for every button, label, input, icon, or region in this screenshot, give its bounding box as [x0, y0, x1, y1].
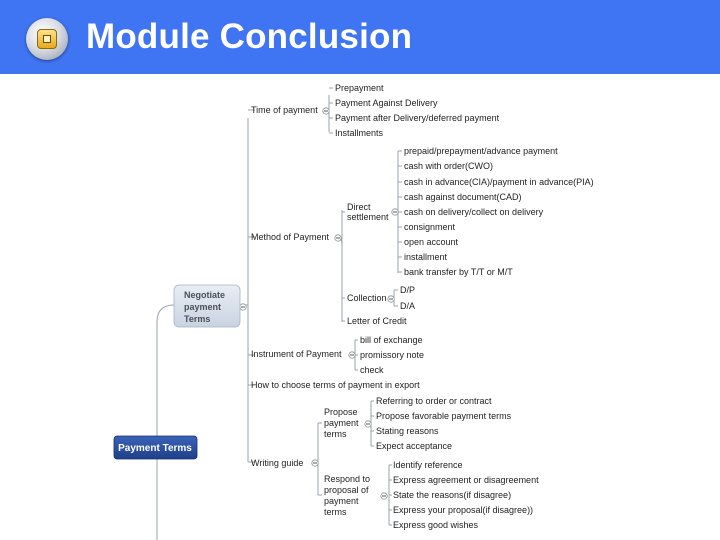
negotiate-line-3: Terms — [184, 314, 210, 324]
topic-method-of-payment[interactable]: Method of Payment — [251, 232, 330, 242]
collapse-toggle-icons[interactable] — [239, 107, 399, 500]
node-item[interactable]: Installments — [335, 128, 384, 138]
minus-toggle-icon[interactable] — [391, 208, 399, 216]
node-item[interactable]: check — [360, 365, 384, 375]
topic-instrument-of-payment[interactable]: Instrument of Payment — [251, 349, 342, 359]
node-item[interactable]: Prepayment — [335, 83, 384, 93]
node-item[interactable]: Referring to order or contract — [376, 396, 492, 406]
page-title: Module Conclusion — [86, 17, 413, 56]
node-item[interactable]: State the reasons(if disagree) — [393, 490, 511, 500]
topic-collection[interactable]: Collection — [347, 293, 387, 303]
node-item[interactable]: Propose favorable payment terms — [376, 411, 512, 421]
minus-toggle-icon[interactable] — [387, 295, 395, 303]
node-item[interactable]: Payment Against Delivery — [335, 98, 438, 108]
topic-propose-payment-terms[interactable]: payment — [324, 418, 359, 428]
node-item[interactable]: D/P — [400, 285, 415, 295]
node-item[interactable]: Stating reasons — [376, 426, 439, 436]
node-item[interactable]: installment — [404, 252, 448, 262]
negotiate-line-1: Negotiate — [184, 290, 225, 300]
node-item[interactable]: bill of exchange — [360, 335, 423, 345]
topic-respond-to-proposal[interactable]: proposal of — [324, 485, 369, 495]
root-node[interactable]: Payment Terms — [113, 435, 198, 460]
topic-respond-to-proposal[interactable]: Respond to — [324, 474, 370, 484]
minus-toggle-icon[interactable] — [322, 107, 330, 115]
node-item[interactable]: promissory note — [360, 350, 424, 360]
topic-how-to-choose[interactable]: How to choose terms of payment in export — [251, 380, 420, 390]
node-item[interactable]: Expect acceptance — [376, 441, 452, 451]
topic-letter-of-credit[interactable]: Letter of Credit — [347, 316, 407, 326]
node-item[interactable]: cash on delivery/collect on delivery — [404, 207, 544, 217]
header-bar: Module Conclusion — [0, 0, 720, 74]
topic-direct-settlement[interactable]: settlement — [347, 212, 389, 222]
topic-time-of-payment[interactable]: Time of payment — [251, 105, 318, 115]
node-item[interactable]: cash in advance(CIA)/payment in advance(… — [404, 177, 594, 187]
node-item[interactable]: cash against document(CAD) — [404, 192, 522, 202]
minus-toggle-icon[interactable] — [311, 459, 319, 467]
node-item[interactable]: Express your proposal(if disagree)) — [393, 505, 533, 515]
topic-propose-payment-terms[interactable]: terms — [324, 429, 347, 439]
mind-map: Payment Terms Negotiate payment Terms Ti… — [113, 83, 594, 540]
root-node-label: Payment Terms — [118, 443, 192, 454]
minus-toggle-icon[interactable] — [348, 351, 356, 359]
negotiate-line-2: payment — [184, 302, 221, 312]
square-bullet-icon — [26, 18, 68, 60]
node-item[interactable]: Express good wishes — [393, 520, 479, 530]
node-item[interactable]: Express agreement or disagreement — [393, 475, 539, 485]
topic-writing-guide[interactable]: Writing guide — [251, 458, 303, 468]
node-item[interactable]: open account — [404, 237, 459, 247]
minus-toggle-icon[interactable] — [364, 420, 372, 428]
node-item[interactable]: D/A — [400, 301, 415, 311]
node-item[interactable]: prepaid/prepayment/advance payment — [404, 146, 558, 156]
topic-propose-payment-terms[interactable]: Propose — [324, 407, 358, 417]
node-item[interactable]: Payment after Delivery/deferred payment — [335, 113, 500, 123]
node-item[interactable]: consignment — [404, 222, 456, 232]
node-item[interactable]: cash with order(CWO) — [404, 161, 493, 171]
minus-toggle-icon[interactable] — [380, 492, 388, 500]
topic-respond-to-proposal[interactable]: payment — [324, 496, 359, 506]
topic-respond-to-proposal[interactable]: terms — [324, 507, 347, 517]
minus-toggle-icon[interactable] — [334, 234, 342, 242]
negotiate-node[interactable]: Negotiate payment Terms — [173, 284, 241, 328]
node-item[interactable]: bank transfer by T/T or M/T — [404, 267, 513, 277]
minus-toggle-icon[interactable] — [239, 303, 247, 311]
topic-direct-settlement[interactable]: Direct — [347, 202, 371, 212]
node-item[interactable]: Identify reference — [393, 460, 463, 470]
